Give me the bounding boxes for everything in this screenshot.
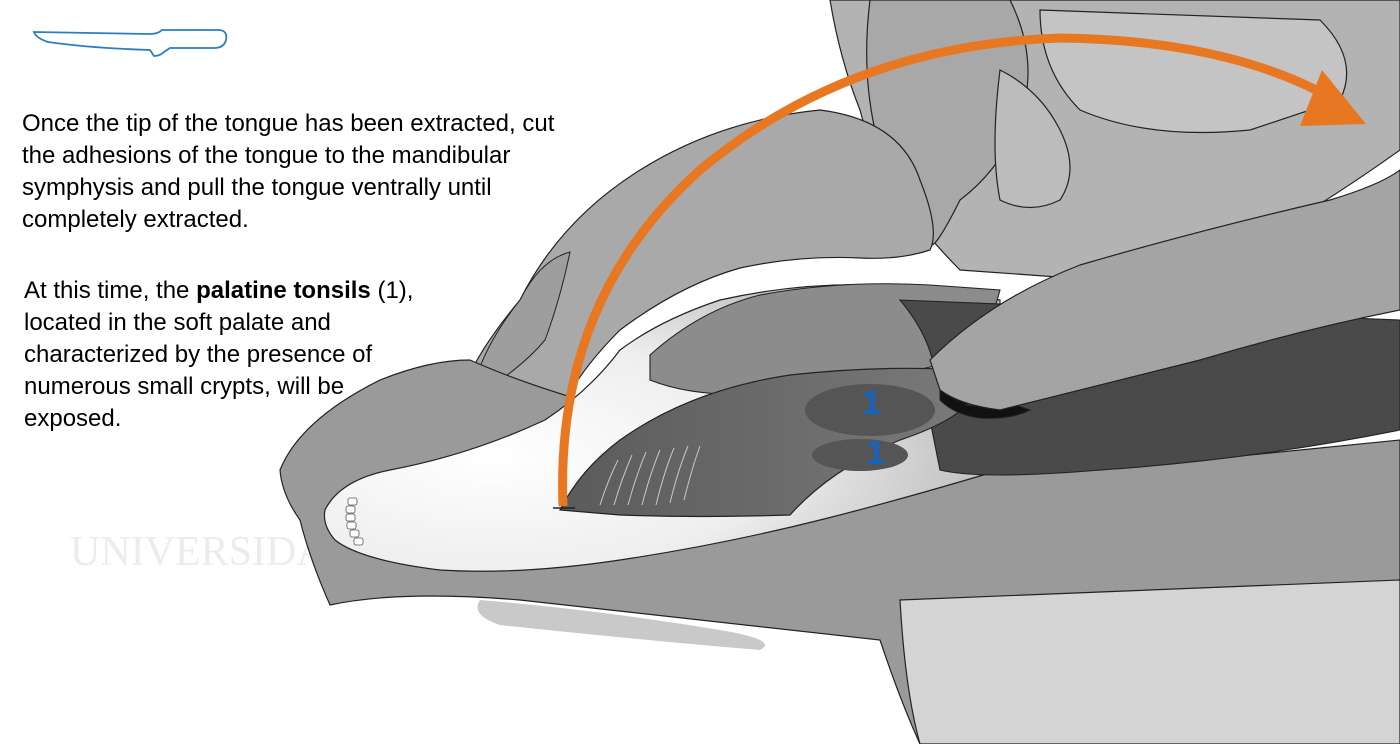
extraction-arrow xyxy=(558,33,1338,507)
upper-lip xyxy=(469,251,571,402)
palatine-tonsils-term: palatine tonsils xyxy=(196,277,371,304)
instruction-paragraph-1: Once the tip of the tongue has been extr… xyxy=(22,110,555,233)
arrow-head xyxy=(1300,70,1366,126)
jaw-highlight xyxy=(477,600,765,650)
tonsil-label-upper: 1 xyxy=(862,384,881,422)
instruction-paragraph-2: At this time, the palatine tonsils (1), … xyxy=(24,275,444,435)
tongue-papillae xyxy=(599,445,701,506)
tonsil-lower xyxy=(812,439,908,471)
knife-icon xyxy=(32,29,228,57)
tonsil-upper xyxy=(805,384,935,436)
paragraph2-rest: (1), located in the soft palate and char… xyxy=(24,277,414,432)
skull-background xyxy=(829,0,1400,281)
neck-upper xyxy=(929,169,1400,411)
lower-jaw-base xyxy=(899,579,1400,744)
paragraph2-intro: At this time, the xyxy=(24,277,197,304)
incisor-teeth xyxy=(345,497,364,546)
tonsil-label-lower: 1 xyxy=(866,434,885,472)
